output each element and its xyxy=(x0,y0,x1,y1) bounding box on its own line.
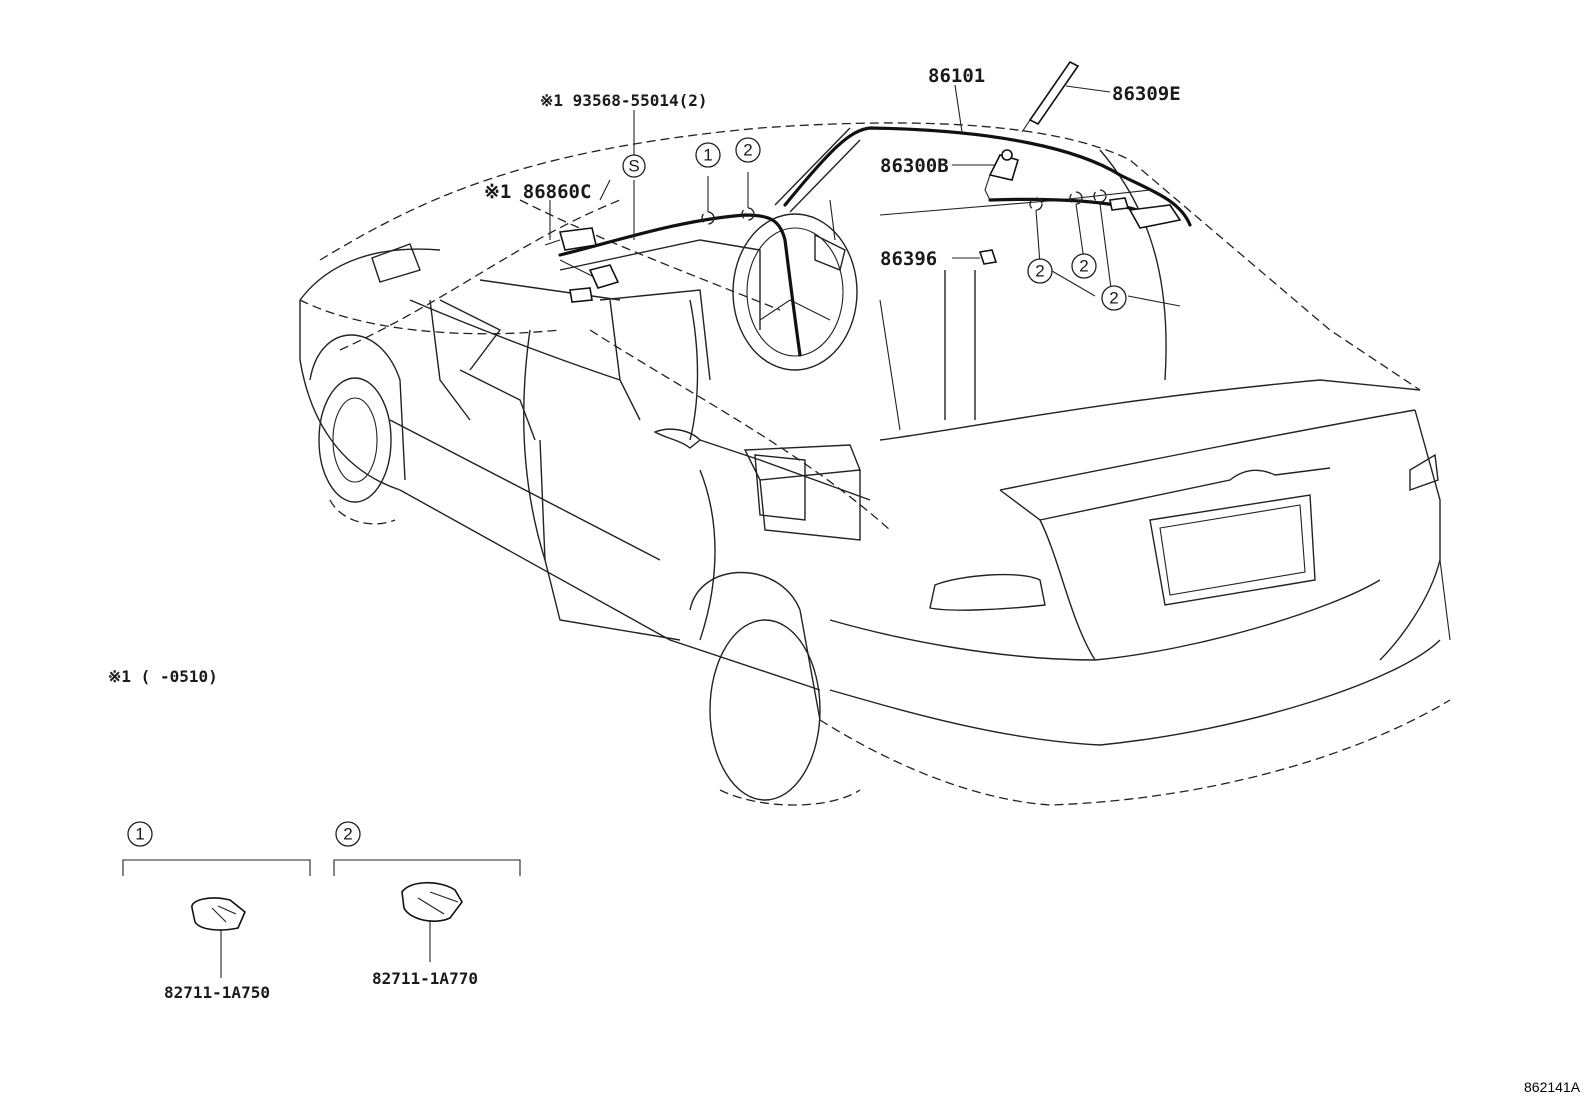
label-86860c: ※1 86860C xyxy=(484,181,591,203)
antenna-nut xyxy=(978,249,998,265)
amplifier-unit xyxy=(544,227,620,303)
callout-number: 2 xyxy=(1035,262,1044,281)
callout-number: S xyxy=(628,157,639,176)
callout-number: 2 xyxy=(743,141,752,160)
callout-2-rear-a: 2 xyxy=(1027,258,1053,284)
detail-1: 1 82711-1A750 xyxy=(122,821,311,1002)
callout-number: 2 xyxy=(1079,257,1088,276)
note-applicability: ※1 ( -0510) xyxy=(108,667,218,686)
clip-locations xyxy=(701,189,1107,225)
callout-number: 2 xyxy=(343,825,352,844)
label-86300b: 86300B xyxy=(880,155,949,177)
callout-2-rear-c: 2 xyxy=(1101,285,1127,311)
pole-antenna xyxy=(1021,60,1080,133)
car-body-outline xyxy=(299,122,1451,806)
label-86396: 86396 xyxy=(880,248,937,270)
callout-number: 1 xyxy=(703,146,712,165)
callout-1-top: 1 xyxy=(695,142,721,168)
antenna-cable xyxy=(558,126,1192,357)
callout-number: 2 xyxy=(1109,289,1118,308)
label-93568: ※1 93568-55014(2) xyxy=(540,91,708,110)
callout-2-rear-b: 2 xyxy=(1071,253,1097,279)
part-label-1: 82711-1A750 xyxy=(164,983,270,1002)
callout-s: S xyxy=(622,154,646,178)
callout-number: 1 xyxy=(135,825,144,844)
antenna-base xyxy=(988,149,1020,181)
rear-connector-block xyxy=(1109,197,1182,229)
leader-lines xyxy=(549,84,1181,307)
label-86101: 86101 xyxy=(928,65,985,87)
callout-2-top: 2 xyxy=(735,137,761,163)
diagram-id: 862141A xyxy=(1524,1079,1581,1095)
detail-2: 2 82711-1A770 xyxy=(333,821,521,988)
part-label-2: 82711-1A770 xyxy=(372,969,478,988)
label-86309e: 86309E xyxy=(1112,83,1181,105)
